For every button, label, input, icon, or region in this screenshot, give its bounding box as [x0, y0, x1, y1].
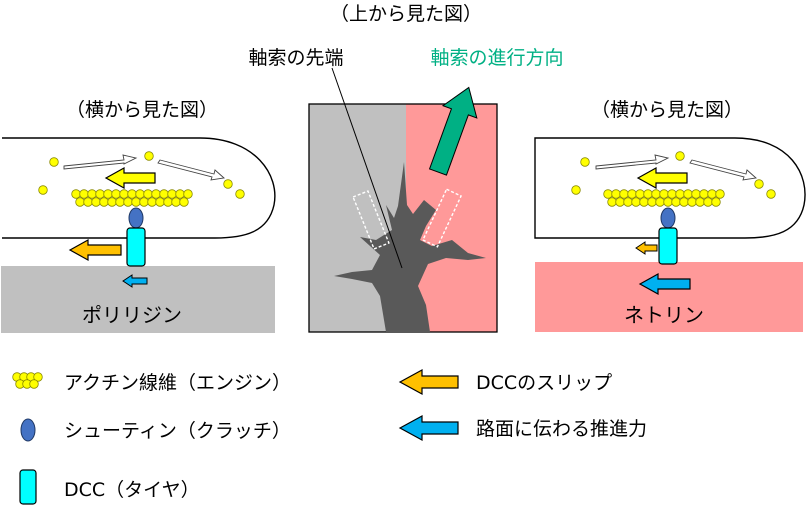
polylysine-substrate — [1, 266, 275, 333]
actin-monomer — [675, 151, 685, 161]
propulsion-arrow-small — [122, 274, 148, 288]
legend-dcc-label: DCC（タイヤ） — [64, 479, 200, 501]
tip-label: 軸索の先端 — [248, 47, 343, 69]
tip-pointer-line — [331, 67, 403, 269]
legend-propulsion-label: 路面に伝わる推進力 — [476, 418, 647, 440]
shootin-clutch — [660, 207, 676, 229]
actin-monomer — [580, 157, 590, 167]
shootin-clutch — [128, 207, 144, 229]
actin-monomer — [49, 157, 59, 167]
legend-actin-label: アクチン線維（エンジン） — [64, 372, 291, 394]
direction-label: 軸索の進行方向 — [430, 47, 563, 69]
growth-cone — [334, 162, 486, 332]
flow-arrow — [595, 154, 670, 170]
cell-outline — [534, 137, 806, 239]
legend: アクチン線維（エンジン） シューティン（クラッチ） DCC（タイヤ） DCCのス… — [12, 368, 647, 505]
actin-monomer — [766, 189, 776, 199]
dcc-slip-arrow-small — [635, 241, 658, 255]
right-panel: ネトリン — [534, 137, 806, 332]
propulsion-arrow-large — [638, 272, 691, 296]
actin-monomer — [235, 189, 245, 199]
flow-arrow — [63, 154, 138, 170]
actin-monomer — [571, 185, 581, 195]
actin-filament — [603, 189, 725, 207]
right-view-label: （横から見た図） — [591, 99, 743, 121]
propulsion-legend-arrow — [398, 414, 459, 442]
dcc-tire — [126, 227, 146, 267]
polylysine-label: ポリリジン — [82, 303, 182, 327]
cell-outline — [2, 137, 276, 239]
actin-flow-arrow — [104, 166, 156, 190]
top-view-label: （上から見た図） — [330, 3, 482, 25]
netrin-label: ネトリン — [624, 303, 704, 327]
left-panel: ポリリジン — [1, 137, 276, 333]
left-view-label: （横から見た図） — [66, 99, 218, 121]
slip-legend-arrow — [398, 368, 459, 396]
netrin-substrate — [535, 262, 803, 332]
dcc-legend-icon — [19, 469, 37, 505]
actin-filament — [71, 189, 193, 207]
actin-monomer — [144, 151, 154, 161]
shootin-legend-icon — [20, 418, 36, 442]
dcc-tire — [658, 227, 678, 265]
flow-arrow — [689, 159, 758, 181]
legend-shootin-label: シューティン（クラッチ） — [64, 420, 291, 442]
actin-flow-arrow — [636, 166, 688, 190]
dcc-slip-arrow-large — [68, 238, 122, 262]
flow-arrow — [157, 159, 226, 181]
actin-legend-icon — [12, 372, 43, 389]
actin-monomer — [38, 185, 48, 195]
direction-arrow — [428, 86, 478, 176]
center-panel — [308, 67, 498, 333]
actin-monomer — [754, 179, 764, 189]
legend-slip-label: DCCのスリップ — [476, 372, 612, 394]
actin-monomer — [223, 179, 233, 189]
